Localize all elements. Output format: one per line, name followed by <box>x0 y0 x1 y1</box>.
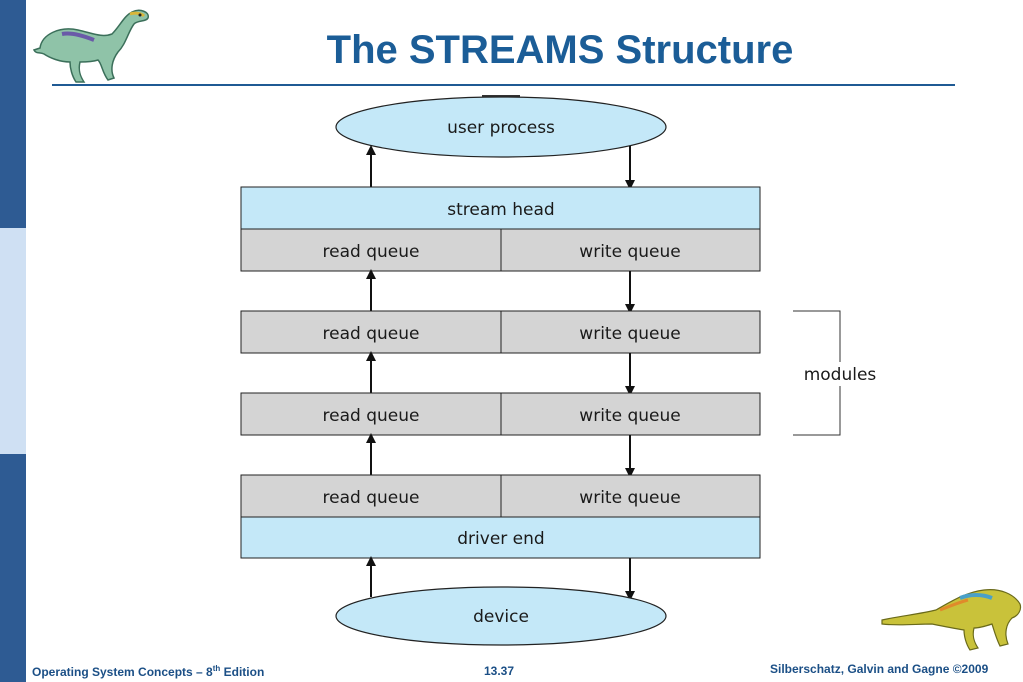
module-1-read-queue-label: read queue <box>323 324 420 344</box>
driver-read-queue-label: read queue <box>323 488 420 508</box>
sidebar-highlight <box>0 228 26 454</box>
footer-left-sup: th <box>212 664 221 673</box>
slide-title: The STREAMS Structure <box>326 28 794 72</box>
stream-head-label: stream head <box>447 200 554 220</box>
module-2-write-queue-label: write queue <box>579 406 680 426</box>
module-1-write-queue-label: write queue <box>579 324 680 344</box>
head-read-queue-label: read queue <box>323 242 420 262</box>
dinosaur-logo-top <box>32 9 149 83</box>
bracket-label-bg <box>792 362 888 386</box>
driver-end-block: read queue write queue driver end <box>240 474 761 559</box>
module-2-read-queue-label: read queue <box>323 406 420 426</box>
device-label: device <box>473 607 529 627</box>
module-1-block: read queue write queue <box>240 310 761 354</box>
title-divider <box>52 84 955 86</box>
device-node: device <box>335 586 667 646</box>
footer-right: Silberschatz, Galvin and Gagne ©2009 <box>770 662 989 676</box>
module-2-block: read queue write queue <box>240 392 761 436</box>
user-process-label: user process <box>447 118 555 138</box>
head-write-queue-label: write queue <box>579 242 680 262</box>
slide-sidebar <box>0 0 26 682</box>
footer-left-suffix: Edition <box>220 665 265 679</box>
driver-end-label: driver end <box>457 529 544 549</box>
modules-bracket-label: modules <box>804 365 877 385</box>
footer-page-number: 13.37 <box>484 664 515 678</box>
footer-left: Operating System Concepts – 8th Edition <box>32 664 264 679</box>
dinosaur-logo-bottom <box>881 589 1022 651</box>
footer-left-prefix: Operating System Concepts – 8 <box>32 665 213 679</box>
driver-write-queue-label: write queue <box>579 488 680 508</box>
stream-head-block: stream head read queue write queue <box>240 186 761 272</box>
user-process-node: user process <box>335 96 667 158</box>
